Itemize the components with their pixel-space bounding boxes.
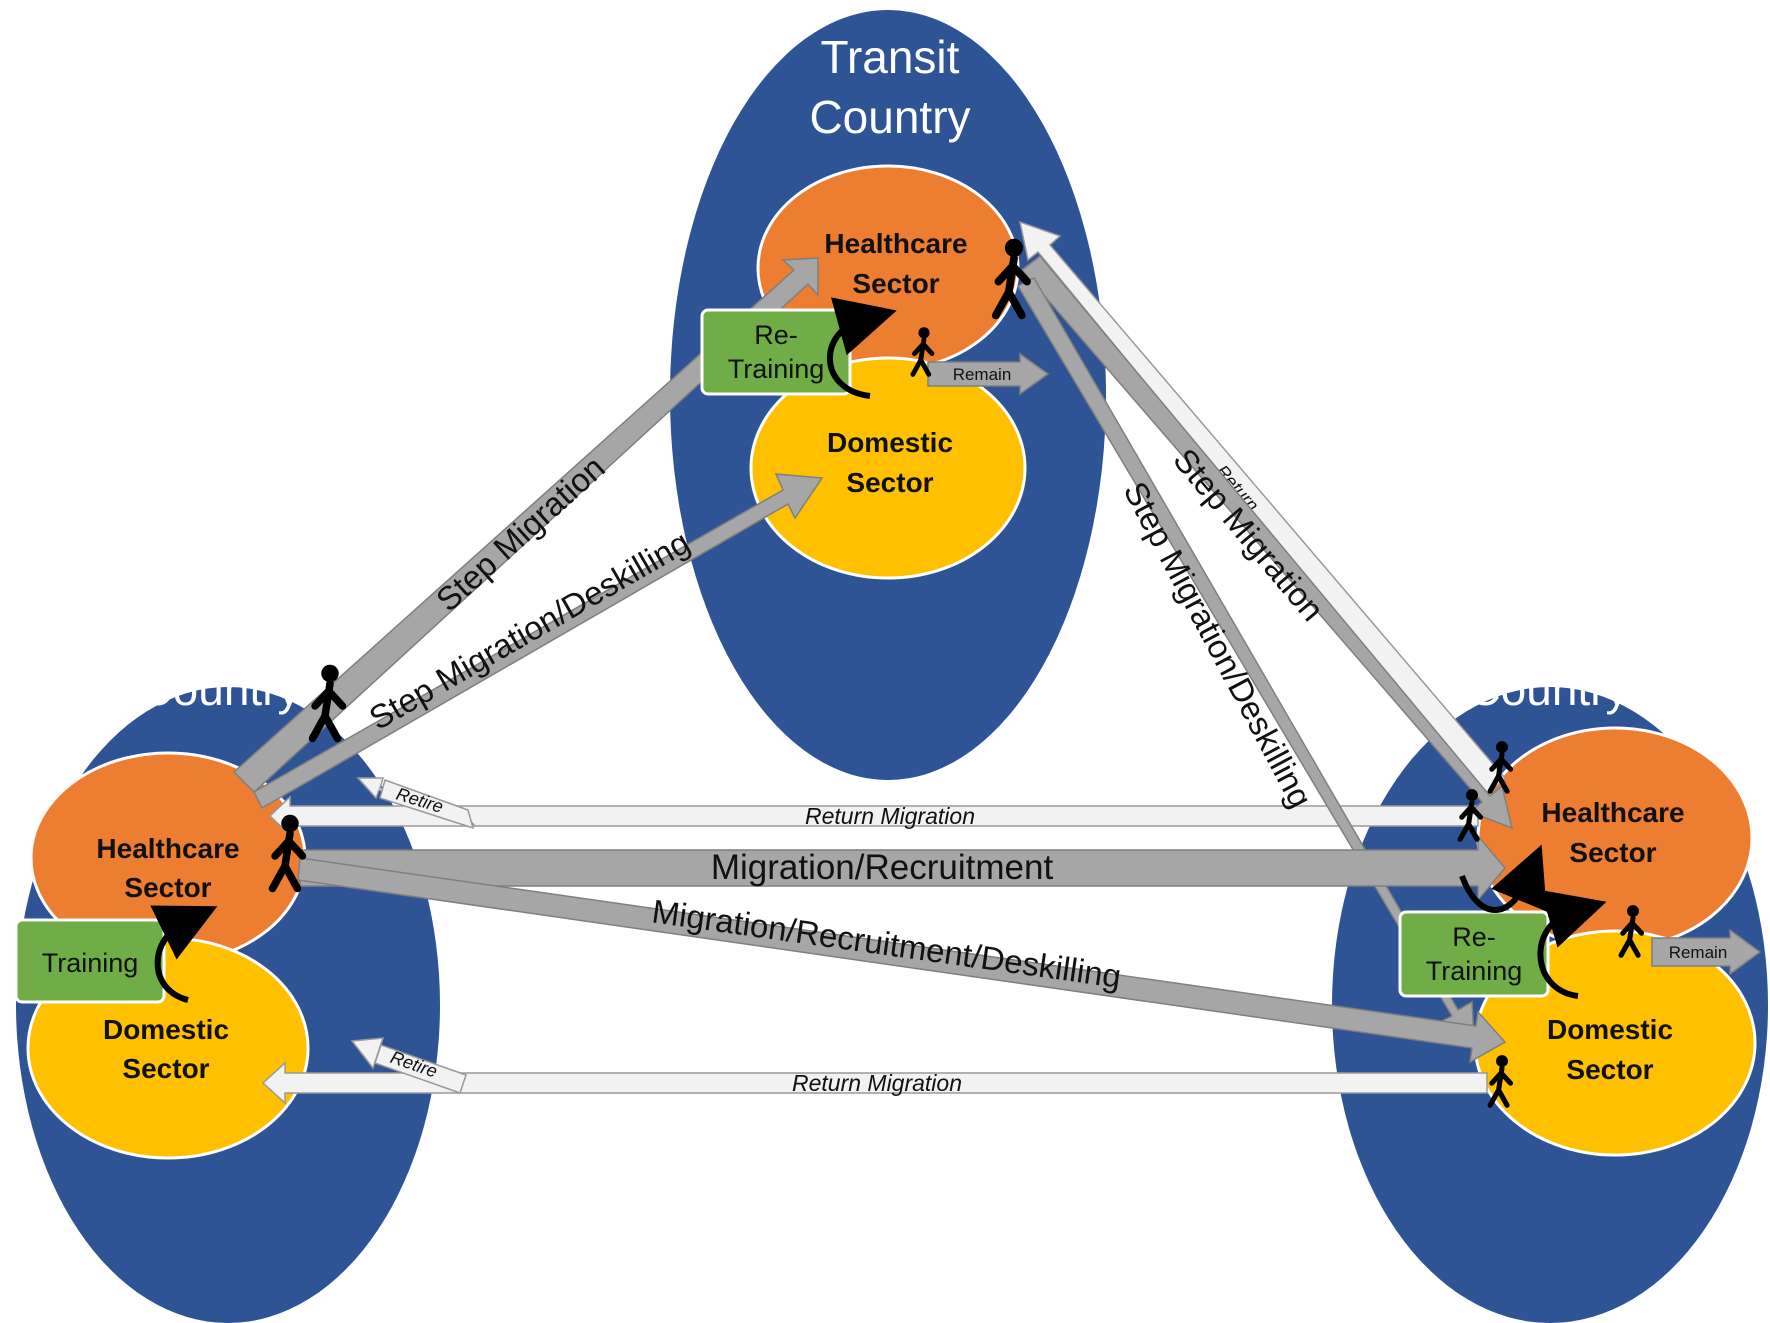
transit-cycle-arrow-icon (826, 297, 897, 399)
return-migration-upper-arrow (268, 795, 1479, 837)
transit-remain-arrow (927, 352, 1050, 396)
transit-healthcare-label-1: Healthcare (824, 228, 967, 259)
source-training-box (14, 918, 166, 1004)
destination-remain-label: Remain (1669, 943, 1728, 962)
transit-title-line1: Transit (821, 31, 960, 83)
destination-healthcare-label-2: Sector (1569, 837, 1656, 868)
source-title-line2: Country (139, 663, 300, 715)
return-migration-lower-label: Return Migration (792, 1070, 962, 1096)
step-deskilling-arrow-source-to-transit (253, 473, 824, 810)
destination-title-line2: Country (1467, 663, 1628, 715)
destination-retraining-label-2: Training (1426, 956, 1523, 986)
source-healthcare-label-2: Sector (124, 872, 211, 903)
destination-cycle-arrow-2-icon (1459, 844, 1547, 913)
destination-remain-arrow (1651, 928, 1762, 976)
step-migration-arrow-transit-to-destination (1020, 254, 1514, 830)
transit-remain-label: Remain (953, 365, 1012, 384)
source-cycle-arrow-icon (150, 905, 218, 1003)
destination-domestic-label-1: Domestic (1547, 1014, 1673, 1045)
source-title-line1: Source (147, 603, 293, 655)
transit-title-line2: Country (809, 91, 970, 143)
migration-recruitment-deskilling-label: Migration/Recruitment/Deskilling (650, 892, 1124, 994)
return-migration-upper-label: Return Migration (805, 803, 975, 829)
transit-healthcare-label-2: Sector (852, 268, 939, 299)
destination-cycle-arrow-icon (1537, 890, 1607, 999)
source-training-label: Training (42, 948, 139, 978)
step-migration-arrow-source-to-transit (232, 257, 819, 794)
migration-recruitment-deskilling-arrow (297, 857, 1507, 1064)
return-migration-lower-arrow (261, 1061, 1488, 1105)
source-domestic-label-1: Domestic (103, 1014, 229, 1045)
destination-title-line1: Destination (1433, 603, 1663, 655)
retire-upper-arrow-body (379, 779, 475, 830)
destination-healthcare-label-1: Healthcare (1541, 797, 1684, 828)
retire-lower-arrow-head (350, 1037, 385, 1070)
transit-domestic-label-2: Sector (846, 467, 933, 498)
walking-person-icon (313, 665, 343, 739)
source-domestic-label-2: Sector (122, 1053, 209, 1084)
destination-retraining-label-1: Re- (1452, 922, 1496, 952)
transit-domestic-label-1: Domestic (827, 427, 953, 458)
migration-recruitment-label: Migration/Recruitment (711, 848, 1054, 887)
destination-retraining-box (1398, 910, 1550, 998)
transit-retraining-label-2: Training (728, 354, 825, 384)
transit-retraining-label-1: Re- (754, 320, 798, 350)
destination-domestic-label-2: Sector (1566, 1054, 1653, 1085)
source-healthcare-label-1: Healthcare (96, 833, 239, 864)
transit-domestic-sector (749, 356, 1027, 580)
